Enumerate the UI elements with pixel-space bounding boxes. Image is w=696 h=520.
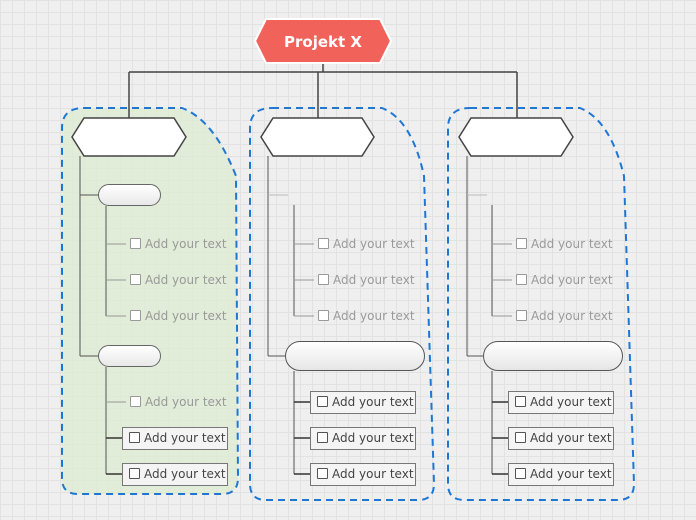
task-item[interactable]: Add your text [318,237,415,251]
checkbox-icon[interactable] [516,310,527,321]
item-text: Add your text [333,273,415,287]
item-text: Add your text [530,395,612,409]
todo-node[interactable] [98,345,161,367]
partner-group-boundary [447,107,636,501]
item-text: Add your text [333,309,415,323]
partner-node [260,117,375,157]
checkbox-icon[interactable] [129,468,140,479]
item-text: Add your text [145,237,227,251]
partner-node [71,117,187,157]
item-text: Add your text [145,273,227,287]
item-text: Add your text [144,431,226,445]
task-box-node[interactable]: Add your text [122,427,228,450]
checkbox-icon[interactable] [318,238,329,249]
task-item[interactable]: Add your text [516,237,613,251]
checkbox-icon[interactable] [130,396,141,407]
item-text: Add your text [530,467,612,481]
task-item[interactable]: Add your text [318,273,415,287]
task-item[interactable]: Add your text [130,273,227,287]
item-text: Add your text [333,237,415,251]
partner-group-boundary [249,107,436,501]
subtopic-node[interactable] [285,341,425,371]
checkbox-icon[interactable] [516,238,527,249]
item-text: Add your text [145,309,227,323]
task-box-node[interactable]: Add your text [122,463,228,486]
item-text: Add your text [332,467,414,481]
checkbox-icon[interactable] [317,432,328,443]
item-text: Add your text [531,309,613,323]
root-node [253,18,393,64]
item-text: Add your text [332,431,414,445]
task-box-node[interactable]: Add your text [310,391,416,414]
task-item[interactable]: Add your text [318,309,415,323]
task-item[interactable]: Add your text [516,273,613,287]
checkbox-icon[interactable] [130,274,141,285]
checkbox-icon[interactable] [130,310,141,321]
checkbox-icon[interactable] [129,432,140,443]
task-item[interactable]: Add your text [130,395,227,409]
checkbox-icon[interactable] [130,238,141,249]
item-text: Add your text [144,467,226,481]
checkbox-icon[interactable] [317,468,328,479]
checkbox-icon[interactable] [318,274,329,285]
task-box-node[interactable]: Add your text [508,463,614,486]
item-text: Add your text [145,395,227,409]
subtopic-node[interactable] [483,341,623,371]
task-box-node[interactable]: Add your text [310,463,416,486]
partner-node [458,117,574,157]
checkbox-icon[interactable] [515,396,526,407]
item-text: Add your text [531,273,613,287]
checkbox-icon[interactable] [317,396,328,407]
root-node-label[interactable]: Projekt X [284,33,362,51]
task-box-node[interactable]: Add your text [310,427,416,450]
task-item[interactable]: Add your text [130,309,227,323]
item-text: Add your text [332,395,414,409]
checkbox-icon[interactable] [318,310,329,321]
todo-node[interactable] [98,184,161,206]
task-box-node[interactable]: Add your text [508,391,614,414]
checkbox-icon[interactable] [515,432,526,443]
checkbox-icon[interactable] [516,274,527,285]
task-item[interactable]: Add your text [516,309,613,323]
item-text: Add your text [530,431,612,445]
task-item[interactable]: Add your text [130,237,227,251]
task-box-node[interactable]: Add your text [508,427,614,450]
item-text: Add your text [531,237,613,251]
checkbox-icon[interactable] [515,468,526,479]
